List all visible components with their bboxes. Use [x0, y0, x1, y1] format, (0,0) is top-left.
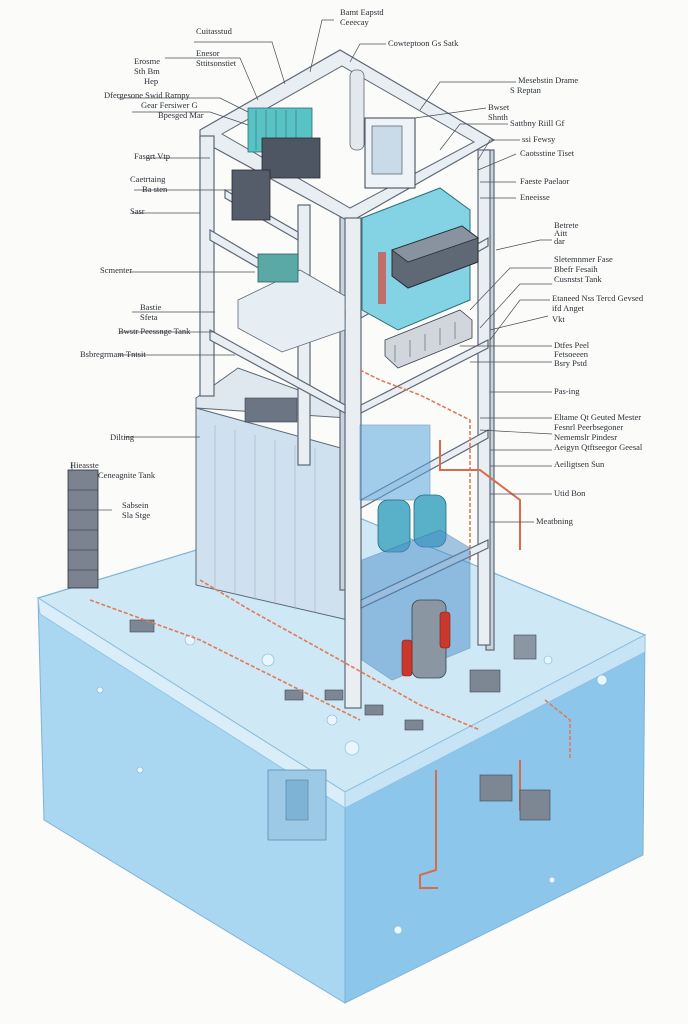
label-right-18: Etaneed Nss Tercd Gevsed: [552, 293, 644, 303]
label-right-1: Ceeecay: [340, 17, 370, 27]
label-right-11: Eneeisse: [520, 192, 550, 202]
label-left-22: Sla Stge: [122, 510, 150, 520]
label-right-30: Utid Bon: [554, 488, 586, 498]
label-left-20: Ceneagnite Tank: [98, 470, 156, 480]
label-right-3: Mesebstin Drame: [518, 75, 578, 85]
label-right-31: Meatbning: [536, 516, 574, 526]
label-right-7: Sattbny Riill Gf: [510, 118, 564, 128]
label-left-11: Ba sten: [142, 184, 168, 194]
label-right-23: Bsry Pstd: [554, 358, 588, 368]
label-left-18: Dilting: [110, 432, 135, 442]
labels-left: Cuitasstud Enesor Sttitsonstiet Erosme S…: [70, 26, 237, 520]
label-right-0: Bamt Eapstd: [340, 7, 384, 17]
label-left-7: Gear Fersiwer G: [141, 100, 198, 110]
label-left-1: Enesor: [196, 48, 220, 58]
label-left-6: Dfergesone Swid Rarnpy: [104, 90, 191, 100]
label-right-16: Bbefr Fesaih: [554, 264, 598, 274]
label-right-2: Cowteptoon Gs Satk: [388, 38, 459, 48]
label-left-14: Bastie: [140, 302, 161, 312]
labels-right: Bamt Eapstd Ceeecay Cowteptoon Gs Satk M…: [340, 7, 644, 526]
label-left-8: Bpesged Mar: [158, 110, 204, 120]
label-right-19: ifd Anget: [552, 303, 585, 313]
label-left-15: Sfeta: [140, 312, 158, 322]
label-right-13: Aitt: [554, 228, 568, 238]
label-right-15: Sletemnmer Fase: [554, 254, 613, 264]
label-right-5: Bwset: [488, 102, 510, 112]
label-left-4: Sth Bm: [134, 66, 160, 76]
label-left-9: Fasgrt Vtp: [134, 151, 170, 161]
label-right-6: Shnth: [488, 112, 509, 122]
label-left-19: Hieasste: [70, 460, 99, 470]
label-left-5: Hep: [144, 76, 158, 86]
label-left-0: Cuitasstud: [196, 26, 233, 36]
label-left-17: Bsbregrmam Tntsit: [80, 349, 146, 359]
label-right-20: Vkt: [552, 314, 565, 324]
label-right-4: S Reptan: [510, 85, 542, 95]
label-right-26: Fesnrl Peerbsegoner: [554, 422, 623, 432]
label-right-12: Betrete: [554, 220, 579, 230]
label-right-29: Aeiligtsen Sun: [554, 459, 605, 469]
label-right-24: Pas-ing: [554, 386, 580, 396]
upper-equipment: [231, 69, 479, 369]
label-left-21: Sabsein: [122, 500, 149, 510]
label-right-9: Caotsstine Tiset: [520, 148, 575, 158]
label-right-14: dar: [554, 236, 565, 246]
label-left-2: Sttitsonstiet: [196, 58, 237, 68]
label-left-16: Bwstr Peessnge Tank: [118, 326, 191, 336]
label-left-13: Scmenter: [100, 265, 132, 275]
label-right-22: Fetsoeeen: [554, 349, 589, 359]
label-right-8: ssi Fewsy: [522, 134, 556, 144]
label-right-21: Dtfes Peel: [554, 340, 590, 350]
label-left-12: Sasr: [130, 206, 145, 216]
label-right-25: Eltame Qt Geuted Mester: [554, 412, 641, 422]
equipment-enclosure: [195, 367, 349, 621]
label-right-28: Aeigyn Qtftseegor Geesal: [554, 442, 643, 452]
label-left-3: Erosme: [134, 56, 160, 66]
lower-equipment: [67, 424, 537, 681]
label-right-27: Nememslr Pindesr: [554, 432, 617, 442]
label-right-10: Faeste Paelaor: [520, 176, 569, 186]
label-left-10: Caetrtaing: [130, 174, 166, 184]
label-right-17: Cusnstst Tank: [554, 274, 602, 284]
leader-lines: [71, 19, 553, 523]
